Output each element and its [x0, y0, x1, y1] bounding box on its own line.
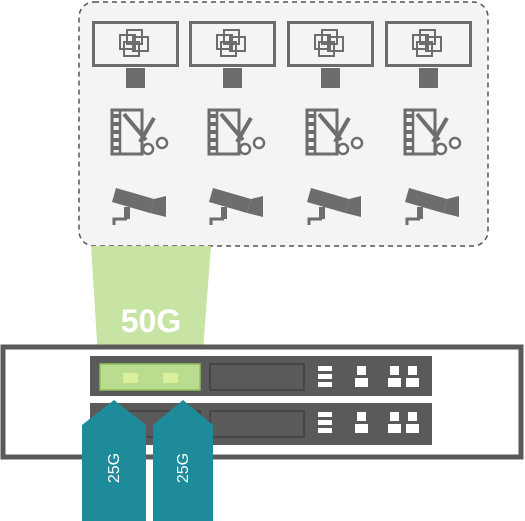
link-label: 25G — [175, 453, 192, 483]
bandwidth-label: 50G — [121, 303, 181, 339]
server-unit-upper — [90, 356, 432, 396]
disk-indicator-icon — [318, 366, 332, 387]
disk-indicator-icon — [318, 412, 332, 433]
link-label: 25G — [106, 453, 123, 483]
port-led — [163, 373, 178, 383]
link-arrow — [153, 400, 213, 521]
link-arrow — [82, 400, 146, 521]
port-led — [123, 373, 138, 383]
